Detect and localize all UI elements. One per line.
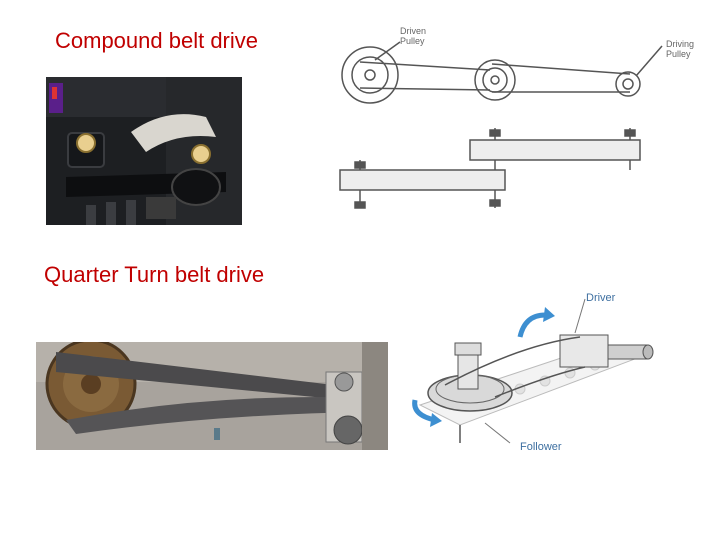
- compound-belt-drive-photo: [46, 77, 242, 225]
- compound-belt-drive-diagram: Driven Pulley Driving Pulley: [330, 20, 710, 220]
- driving-pulley-label-line2: Pulley: [666, 49, 691, 59]
- follower-label: Follower: [520, 441, 562, 453]
- driven-pulley-label: Driven: [400, 26, 426, 36]
- driven-pulley-label-line2: Pulley: [400, 36, 425, 46]
- driver-label: Driver: [586, 292, 616, 304]
- compound-belt-drive-heading: Compound belt drive: [55, 28, 259, 53]
- driving-pulley-label: Driving: [666, 39, 694, 49]
- quarter-turn-belt-drive-heading: Quarter Turn belt drive: [44, 262, 265, 287]
- quarter-turn-belt-drive-diagram: Driver Follower: [400, 285, 700, 465]
- quarter-turn-belt-drive-photo: [36, 342, 388, 450]
